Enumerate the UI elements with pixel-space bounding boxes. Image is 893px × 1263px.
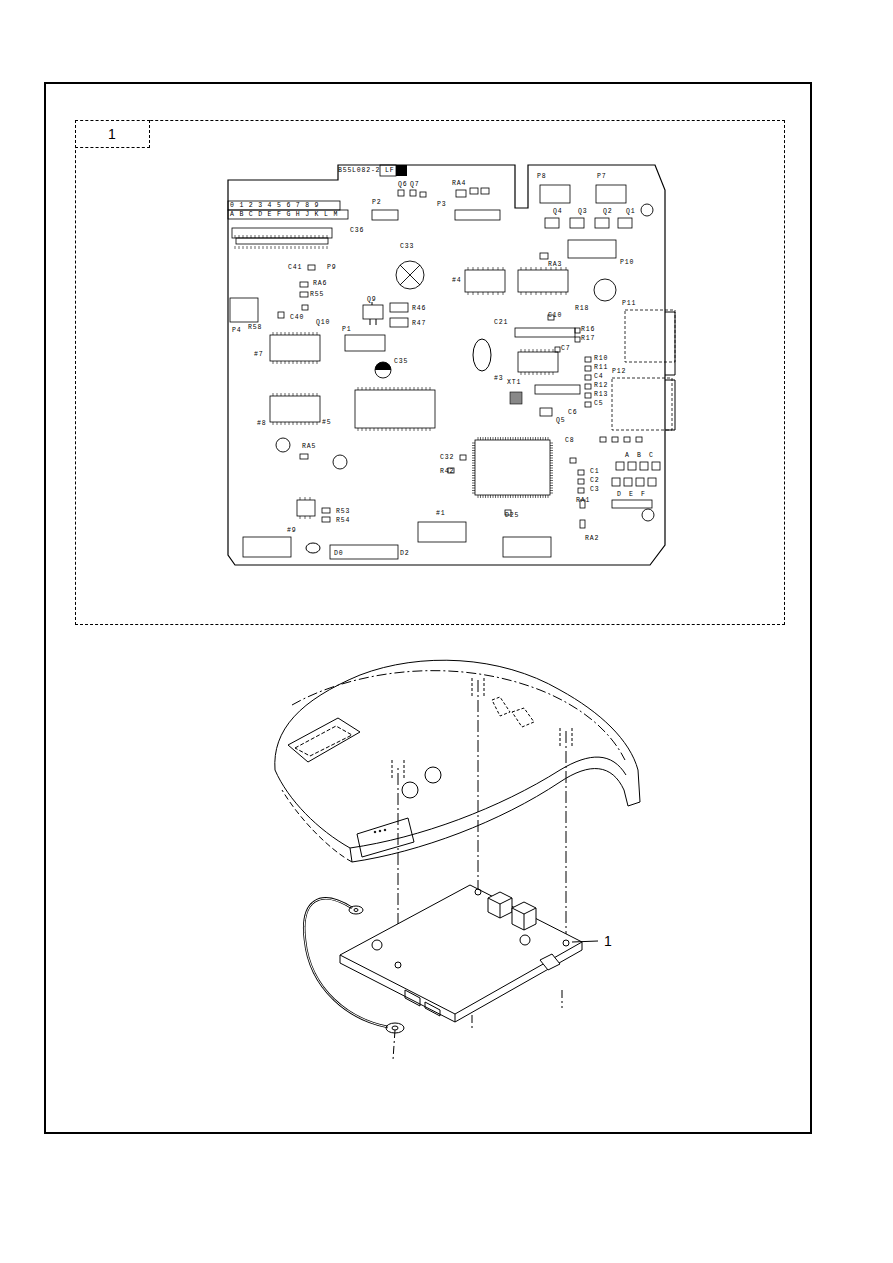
component-label: LF — [385, 168, 394, 175]
component-label: RA5 — [302, 444, 316, 451]
component-label: P7 — [597, 174, 606, 181]
component-label: Q7 — [410, 182, 419, 189]
callout-tab: 1 — [75, 120, 150, 148]
component-label: #4 — [452, 278, 461, 285]
component-label: #8 — [257, 421, 266, 428]
component-label: R11 — [594, 365, 608, 372]
component-label: D25 — [505, 513, 519, 520]
component-label: C7 — [561, 346, 570, 353]
component-label: R12 — [594, 383, 608, 390]
component-label: R13 — [594, 392, 608, 399]
component-label: P11 — [622, 301, 636, 308]
component-label: Q2 — [603, 209, 612, 216]
component-label: D — [617, 492, 622, 499]
component-label: RA2 — [585, 536, 599, 543]
component-label: #5 — [322, 420, 331, 427]
component-label: P3 — [437, 202, 446, 209]
component-label: P8 — [537, 174, 546, 181]
component-label: RA4 — [452, 181, 466, 188]
component-label: Q9 — [367, 297, 376, 304]
component-label: E — [629, 492, 634, 499]
component-label: C36 — [350, 228, 364, 235]
component-label: C5 — [594, 401, 603, 408]
component-label: R42 — [440, 469, 454, 476]
component-label: C35 — [394, 359, 408, 366]
callout-number: 1 — [604, 934, 612, 948]
component-label: C10 — [548, 313, 562, 320]
component-label: B55L082-2 — [338, 168, 380, 175]
component-label: RA1 — [576, 498, 590, 505]
component-label: C — [649, 453, 654, 460]
component-label: R58 — [248, 325, 262, 332]
component-label: R10 — [594, 356, 608, 363]
component-label: P4 — [232, 328, 241, 335]
component-label: XT1 — [507, 380, 521, 387]
component-label: C21 — [494, 320, 508, 327]
component-label: P2 — [372, 200, 381, 207]
component-label: C41 — [288, 265, 302, 272]
component-label: RA6 — [313, 281, 327, 288]
component-label: R17 — [581, 336, 595, 343]
component-label: A — [625, 453, 630, 460]
component-label: R55 — [310, 292, 324, 299]
component-label: A B C D E F G H J K L M — [230, 212, 338, 219]
component-label: #3 — [494, 376, 503, 383]
component-label: R53 — [336, 509, 350, 516]
component-label: C33 — [400, 244, 414, 251]
component-label: P10 — [620, 260, 634, 267]
component-label: C3 — [590, 487, 599, 494]
component-label: B — [637, 453, 642, 460]
component-label: C1 — [590, 469, 599, 476]
component-label: #1 — [436, 511, 445, 518]
component-label: Q6 — [398, 182, 407, 189]
component-label: 0 1 2 3 4 5 6 7 8 9 — [230, 203, 319, 210]
component-label: C2 — [590, 478, 599, 485]
component-label: R54 — [336, 518, 350, 525]
component-label: D0 — [334, 551, 343, 558]
component-label: D2 — [400, 551, 409, 558]
exploded-view — [275, 660, 640, 1060]
component-label: R47 — [412, 321, 426, 328]
component-label: C8 — [565, 438, 574, 445]
component-label: Q5 — [556, 418, 565, 425]
component-label: P9 — [327, 265, 336, 272]
component-label: #9 — [287, 528, 296, 535]
component-label: R46 — [412, 306, 426, 313]
component-label: Q1 — [626, 209, 635, 216]
component-label: C4 — [594, 374, 603, 381]
component-label: #7 — [254, 352, 263, 359]
component-label: Q4 — [553, 209, 562, 216]
component-label: Q10 — [316, 320, 330, 327]
callout-number: 1 — [108, 127, 116, 141]
component-label: C6 — [568, 410, 577, 417]
component-label: R16 — [581, 327, 595, 334]
component-label: P12 — [612, 369, 626, 376]
component-label: F — [641, 492, 646, 499]
component-label: R18 — [575, 306, 589, 313]
component-label: Q3 — [578, 209, 587, 216]
component-label: C32 — [440, 455, 454, 462]
circuit-board — [228, 165, 675, 565]
page-frame — [45, 83, 811, 1133]
component-label: RA3 — [548, 262, 562, 269]
callout-frame: 1 — [75, 120, 785, 625]
component-label: P1 — [342, 327, 351, 334]
component-label: C40 — [290, 315, 304, 322]
